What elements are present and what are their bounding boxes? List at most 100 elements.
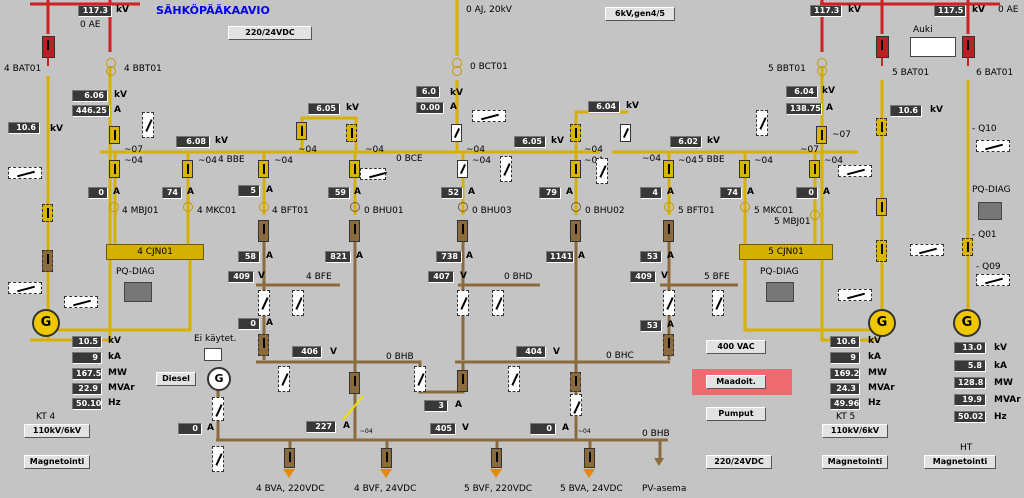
dc-220-24-button-bottom[interactable]: 220/24VDC — [706, 455, 772, 469]
circuit-breaker-6-bat01[interactable] — [962, 36, 975, 58]
magnetointi-4-button[interactable]: Magnetointi — [24, 455, 90, 469]
disconnector-4bva[interactable] — [212, 446, 224, 472]
breaker-bhu01-supply[interactable] — [349, 220, 360, 242]
cjn5-unit[interactable]: 5 CJN01 — [739, 244, 833, 260]
breaker-4bft[interactable] — [258, 160, 269, 178]
magnetointi-5-button[interactable]: Magnetointi — [822, 455, 888, 469]
breaker-5mbj[interactable] — [809, 160, 820, 178]
breaker-4bva[interactable] — [284, 448, 295, 468]
disconnector-4bbt-grounding[interactable] — [142, 112, 154, 138]
breaker-0bhu01[interactable] — [349, 160, 360, 178]
disconnector-5gen-tie[interactable] — [838, 289, 872, 301]
disconnector-bce-right[interactable] — [596, 158, 608, 184]
bhd-label: 0 BHD — [504, 272, 533, 282]
bhb-label: 0 BHB — [386, 352, 414, 362]
breaker-bce-right-dashed[interactable] — [570, 124, 581, 142]
pq-diag-left-button[interactable] — [124, 282, 152, 302]
ei-kaytet-checkbox[interactable] — [204, 348, 222, 361]
disconnector-4bfe-1[interactable] — [258, 290, 270, 316]
breaker-left-gen-lower[interactable] — [42, 250, 53, 272]
disconnector-bhc-1[interactable] — [508, 366, 520, 392]
breaker-bhu03-supply[interactable] — [457, 220, 468, 242]
pq-diag-5-button[interactable] — [766, 282, 794, 302]
disconnector-bce-left[interactable] — [360, 168, 386, 180]
breaker-5bva[interactable] — [584, 448, 595, 468]
unit-hz: Hz — [994, 412, 1007, 422]
breaker-0bhu03[interactable] — [457, 160, 468, 178]
gen4-kv-value: 10.5 — [72, 336, 102, 348]
disconnector-q10[interactable] — [976, 140, 1010, 152]
generator-6kv-button[interactable]: 6kV,gen4/5 — [605, 7, 675, 21]
breaker-5bvf[interactable] — [491, 448, 502, 468]
kt5-transformer-button[interactable]: 110kV/6kV — [822, 424, 888, 438]
generator-5-icon[interactable]: G — [868, 309, 896, 337]
auki-indicator[interactable] — [910, 37, 956, 57]
breaker-4bfe-supply[interactable] — [258, 220, 269, 242]
breaker-bhu02-supply[interactable] — [570, 220, 581, 242]
breaker-5gen-lower[interactable] — [876, 240, 887, 262]
disconnector-q09[interactable] — [976, 274, 1010, 286]
breaker-bce-left-dashed[interactable] — [346, 124, 357, 142]
unit-mw: MW — [868, 368, 887, 378]
disconnector-left-tie[interactable] — [64, 296, 98, 308]
breaker-left-gen-upper[interactable] — [42, 204, 53, 222]
unit-a: A — [566, 187, 573, 197]
disconnector-bhd-2[interactable] — [492, 290, 504, 316]
disconnector-bce-mid[interactable] — [500, 156, 512, 182]
disconnector-5gen-lower[interactable] — [910, 244, 944, 256]
maadoit-button[interactable]: Maadoit. — [706, 375, 766, 389]
breaker-bhc-right[interactable] — [663, 334, 674, 356]
disconnector-left-gen[interactable] — [8, 167, 42, 179]
disconnector-diesel[interactable] — [212, 397, 224, 421]
disconnector-left-gen-lower[interactable] — [8, 282, 42, 294]
breaker-5bfe-supply[interactable] — [663, 220, 674, 242]
pq-diag-right-button[interactable] — [978, 202, 1002, 220]
vac-400-button[interactable]: 400 VAC — [706, 340, 766, 354]
breaker-0bct01[interactable] — [451, 124, 462, 142]
breaker-4mkc[interactable] — [182, 160, 193, 178]
disconnector-5bbt-grounding[interactable] — [756, 110, 768, 136]
pumput-button[interactable]: Pumput — [706, 407, 766, 421]
breaker-bhb-main[interactable] — [349, 372, 360, 394]
bfe5-label: 5 BFE — [704, 272, 730, 282]
disconnector-bhc-main[interactable] — [570, 394, 582, 416]
breaker-tie-right[interactable] — [620, 124, 631, 142]
disconnector-bhd-1[interactable] — [457, 290, 469, 316]
generator-6-icon[interactable]: G — [953, 309, 981, 337]
mark-04: ~04 — [365, 145, 384, 155]
breaker-5bft[interactable] — [663, 160, 674, 178]
tie-current-value: 3 — [424, 400, 448, 412]
disconnector-5bfe-1[interactable] — [663, 290, 675, 316]
magnetointi-ht-button[interactable]: Magnetointi — [924, 455, 996, 469]
breaker-bhc-tie[interactable] — [457, 370, 468, 392]
breaker-5mkc[interactable] — [739, 160, 750, 178]
breaker-5gen-upper[interactable] — [876, 198, 887, 216]
generator-4-icon[interactable]: G — [32, 309, 60, 337]
disconnector-4bfe-2[interactable] — [292, 290, 304, 316]
dc-220-24-button-top[interactable]: 220/24VDC — [228, 26, 312, 40]
diesel-button[interactable]: Diesel — [156, 372, 196, 386]
breaker-q10[interactable] — [876, 118, 887, 136]
kt4-transformer-button[interactable]: 110kV/6kV — [24, 424, 90, 438]
breaker-bhc-main-upper[interactable] — [570, 372, 581, 392]
disconnector-bct-grounding[interactable] — [472, 110, 506, 122]
disconnector-5gen-upper[interactable] — [838, 165, 872, 177]
breaker-0bhu02[interactable] — [570, 160, 581, 178]
breaker-4bbt01[interactable] — [109, 126, 120, 144]
breaker-4mbj[interactable] — [109, 160, 120, 178]
circuit-breaker-5-bat01[interactable] — [876, 36, 889, 58]
disconnector-5bfe-2[interactable] — [712, 290, 724, 316]
breaker-bhb-left[interactable] — [258, 334, 269, 356]
circuit-breaker-4-bat01[interactable] — [42, 36, 55, 58]
breaker-q01[interactable] — [962, 238, 973, 256]
disconnector-bhb-tie[interactable] — [414, 366, 426, 392]
breaker-tie-left[interactable] — [296, 122, 307, 140]
cjn4-unit[interactable]: 4 CJN01 — [106, 244, 204, 260]
mark-04: ~04 — [678, 156, 697, 166]
diesel-generator-icon[interactable]: G — [207, 367, 231, 391]
disconnector-bhb-1[interactable] — [278, 366, 290, 392]
unit-ka: kA — [108, 352, 121, 362]
breaker-4bvf[interactable] — [381, 448, 392, 468]
breaker-5bbt01[interactable] — [816, 126, 827, 144]
load-4bvf-label: 4 BVF, 24VDC — [354, 484, 417, 494]
